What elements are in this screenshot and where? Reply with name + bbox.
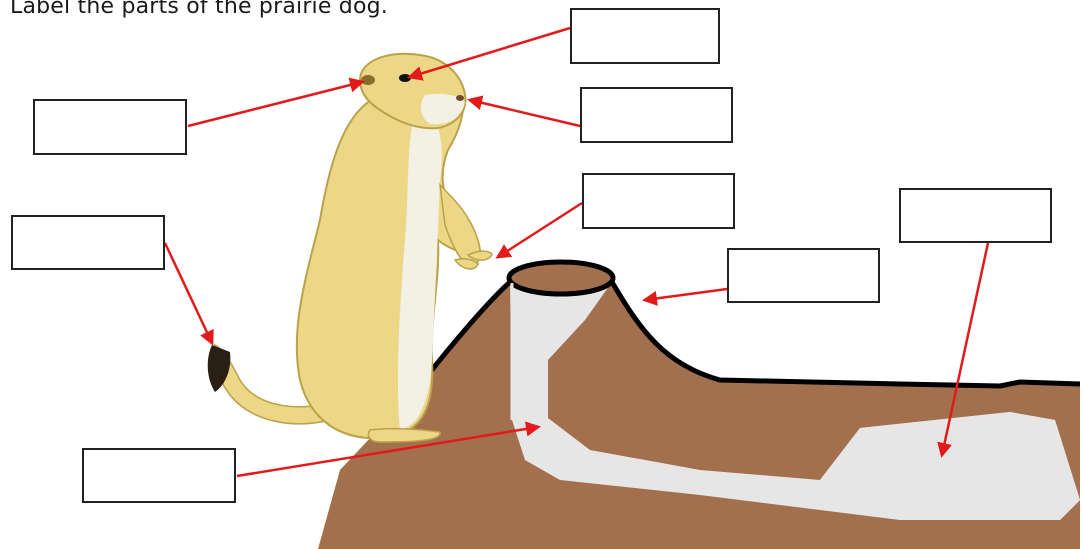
ear [361,75,375,85]
eye [399,74,411,82]
arrow-eye [410,28,570,77]
arrow-nose [470,100,580,126]
burrow-entrance [509,262,613,294]
label-box-paws[interactable] [582,173,735,229]
label-box-eye[interactable] [570,8,720,64]
label-box-tunnel[interactable] [82,448,236,503]
arrow-paws [498,203,582,257]
arrow-mound [645,289,727,300]
arrow-tail [165,243,212,343]
label-box-nose[interactable] [580,87,733,143]
label-box-chamber[interactable] [899,188,1052,243]
hind-foot [368,429,440,442]
label-box-tail[interactable] [11,215,165,270]
label-box-mound[interactable] [727,248,880,303]
nose [456,95,464,101]
arrow-ear [188,82,362,126]
label-box-ear[interactable] [33,99,187,155]
